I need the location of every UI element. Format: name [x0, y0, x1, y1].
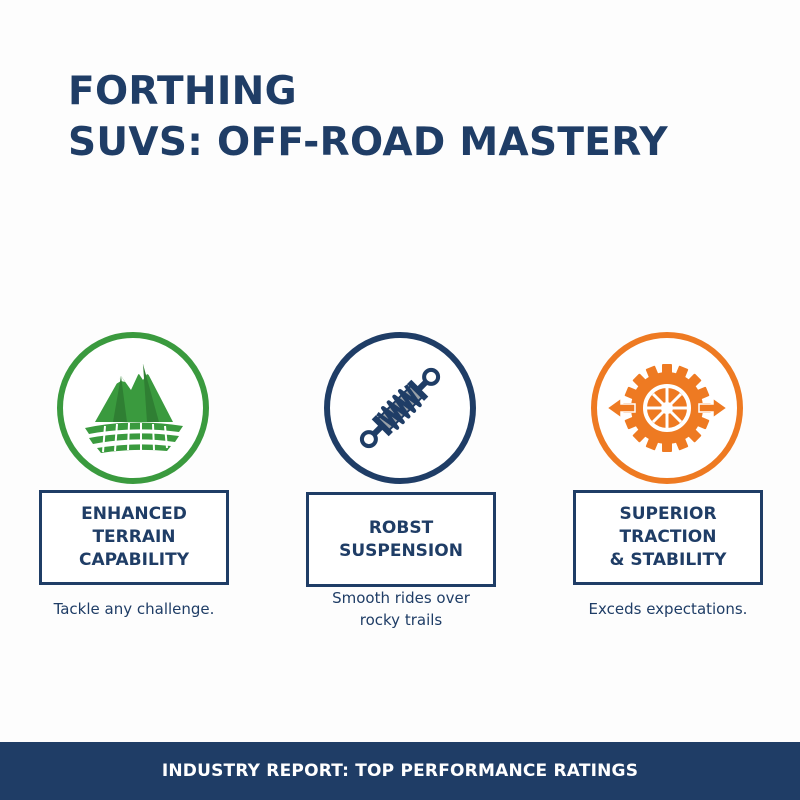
feature-label: ROBST SUSPENSION: [306, 492, 496, 587]
feature-label: SUPERIOR TRACTION & STABILITY: [573, 490, 763, 585]
label-line: ENHANCED: [81, 504, 187, 524]
label-line: SUPERIOR: [619, 504, 717, 524]
title-line-2: SUVS: OFF-ROAD MASTERY: [68, 120, 668, 165]
feature-label: ENHANCED TERRAIN CAPABILITY: [39, 490, 229, 585]
feature-caption: Smooth rides over rocky trails: [281, 587, 521, 631]
page-title: FORTHING SUVS: OFF-ROAD MASTERY: [68, 66, 768, 168]
title-line-1: FORTHING: [68, 69, 297, 114]
caption-line: rocky trails: [359, 611, 443, 629]
feature-caption: Exceds expectations.: [548, 598, 788, 620]
shock-absorber-icon: [322, 330, 478, 486]
label-line: ROBST: [368, 517, 434, 538]
caption-line: Tackle any challenge.: [53, 600, 215, 618]
label-line: SUSPENSION: [339, 540, 463, 561]
footer-text: INDUSTRY REPORT: TOP PERFORMANCE RATINGS: [161, 761, 639, 781]
feature-suspension: ROBST SUSPENSION Smooth rides over rocky…: [281, 330, 521, 650]
mountain-terrain-icon: [55, 330, 211, 486]
caption-line: Smooth rides over: [332, 589, 470, 607]
caption-line: Exceds expectations.: [588, 600, 748, 618]
label-line: TERRAIN: [92, 527, 176, 547]
footer-banner: INDUSTRY REPORT: TOP PERFORMANCE RATINGS: [0, 742, 800, 800]
feature-traction: SUPERIOR TRACTION & STABILITY Exceds exp…: [548, 330, 788, 650]
label-line: & STABILITY: [609, 550, 727, 570]
feature-terrain: ENHANCED TERRAIN CAPABILITY Tackle any c…: [14, 330, 254, 650]
label-line: CAPABILITY: [78, 550, 190, 570]
label-line: TRACTION: [619, 527, 717, 547]
feature-caption: Tackle any challenge.: [14, 598, 254, 620]
tire-traction-icon: [589, 330, 745, 486]
